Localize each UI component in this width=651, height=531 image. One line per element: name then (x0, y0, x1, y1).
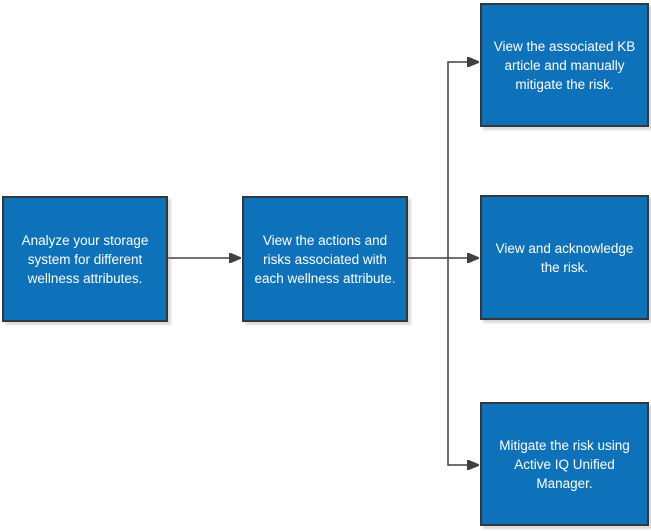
flow-node-view-actions: View the actions and risks associated wi… (242, 196, 408, 322)
flow-node-acknowledge: View and acknowledge the risk. (480, 195, 649, 320)
flow-node-kb-article: View the associated KB article and manua… (480, 3, 649, 127)
flow-node-mitigate-uum: Mitigate the risk using Active IQ Unifie… (480, 402, 649, 526)
flow-node-analyze: Analyze your storage system for differen… (2, 196, 168, 322)
connector-view-actions-to-kb-article (447, 62, 478, 258)
flow-node-view-actions-label: View the actions and risks associated wi… (254, 232, 396, 286)
flow-node-mitigate-uum-label: Mitigate the risk using Active IQ Unifie… (499, 437, 630, 491)
flow-node-analyze-label: Analyze your storage system for differen… (21, 232, 149, 286)
flow-node-kb-article-label: View the associated KB article and manua… (493, 38, 636, 92)
connector-view-actions-to-mitigate (447, 258, 478, 465)
flow-node-acknowledge-label: View and acknowledge the risk. (495, 240, 634, 275)
